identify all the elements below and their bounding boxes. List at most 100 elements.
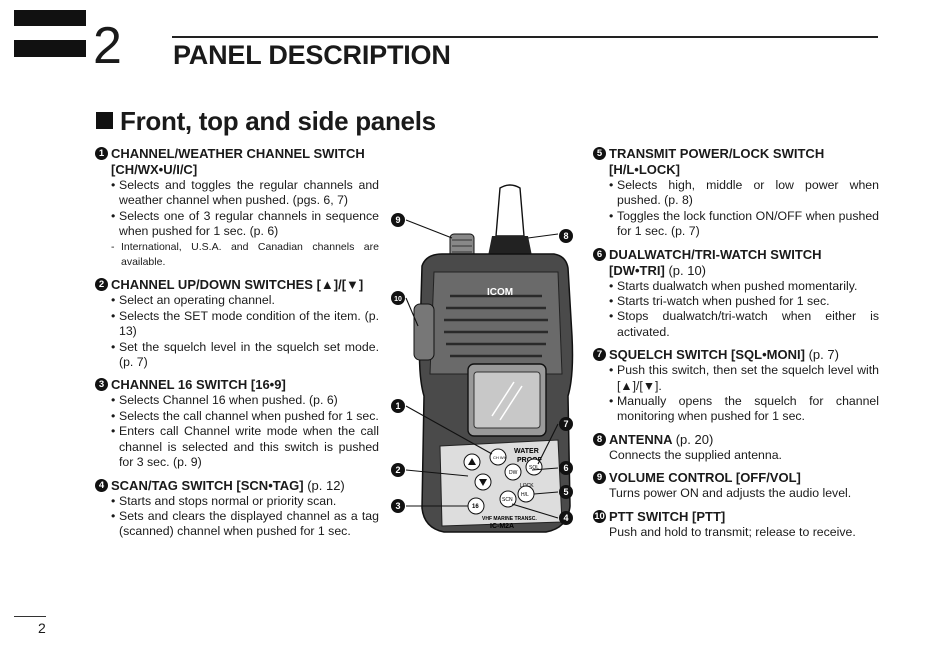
- header-bar-bottom: [14, 40, 86, 57]
- bullet: Starts tri-watch when pushed for 1 sec.: [609, 294, 879, 310]
- number-badge: 4: [95, 478, 108, 492]
- item-title: SQUELCH SWITCH [SQL•MONI]: [609, 347, 805, 363]
- series-label: VHF MARINE TRANSC.: [482, 516, 537, 522]
- callout-6: [559, 461, 573, 475]
- bullet: Selects one of 3 regular channels in seq…: [111, 209, 379, 240]
- item-title: PTT SWITCH [PTT]: [609, 508, 726, 524]
- page-ref: (p. 20): [675, 431, 714, 447]
- item-subtitle: [CH/WX•U/I/C]: [111, 162, 198, 177]
- callout-label: 6: [563, 463, 568, 473]
- item-subtitle: [DW•TRI]: [609, 262, 665, 278]
- dash-note: International, U.S.A. and Canadian chann…: [111, 240, 379, 271]
- ch-wx-label: CH WX: [493, 455, 507, 460]
- callout-label: 5: [563, 487, 568, 497]
- dw-label: DW: [509, 470, 518, 476]
- item-title: DUALWATCH/TRI-WATCH SWITCH: [609, 246, 822, 262]
- sql-label: SQL: [529, 465, 539, 471]
- footer-rule: [14, 616, 46, 617]
- callout-7: [559, 417, 573, 431]
- number-badge: 3: [95, 378, 108, 392]
- ch16-label: 16: [472, 504, 479, 510]
- callout-label: 7: [563, 419, 568, 429]
- arrow-down-icon: [479, 479, 487, 486]
- callout-label: 3: [395, 501, 400, 511]
- number-badge: 7: [593, 348, 606, 362]
- item-text: Push and hold to transmit; release to re…: [609, 524, 856, 539]
- callout-label: 9: [395, 215, 400, 225]
- page-ref: (p. 7): [808, 347, 839, 363]
- header-rule: [172, 36, 878, 38]
- item-title: ANTENNA: [609, 431, 673, 447]
- ptt-switch[interactable]: [413, 303, 435, 361]
- chapter-number: 2: [93, 17, 122, 75]
- section-title-text: Front, top and side panels: [120, 106, 436, 136]
- bullet: Selects Channel 16 when pushed. (p. 6): [111, 393, 379, 409]
- bullet: Push this switch, then set the squelch l…: [609, 363, 879, 394]
- item-title: SCAN/TAG SWITCH [SCN•TAG]: [111, 477, 304, 493]
- model-label: IC-M2A: [490, 523, 514, 530]
- scn-label: SCN: [502, 497, 513, 503]
- callout-label: 1: [395, 401, 400, 411]
- header-bar-top: [14, 10, 86, 26]
- bullet: Starts dualwatch when pushed momentarily…: [609, 279, 879, 295]
- callout-label: 8: [563, 231, 568, 241]
- item-text: Connects the supplied antenna.: [609, 447, 782, 462]
- callout-3: [391, 499, 405, 513]
- chapter-title: PANEL DESCRIPTION: [173, 40, 451, 70]
- bullet: Enters call Channel write mode when the …: [111, 424, 379, 470]
- number-badge: 10: [593, 509, 606, 523]
- item-title: CHANNEL 16 SWITCH [16•9]: [111, 377, 286, 393]
- page-ref: (p. 12): [307, 477, 345, 493]
- callout-10: [391, 291, 405, 305]
- item-title: CHANNEL/WEATHER CHANNEL SWITCH: [111, 146, 365, 161]
- callout-2: [391, 463, 405, 477]
- radio-illustration: ICOM WATER PROOF CH WX SQL DW LOCK H/L S…: [391, 184, 574, 533]
- callout-label: 4: [563, 513, 568, 523]
- ch-wx-button[interactable]: [489, 448, 507, 466]
- bullet: Sets and clears the displayed channel as…: [111, 509, 379, 540]
- callout-4: [559, 511, 573, 525]
- bullet: Selects high, middle or low power when p…: [609, 178, 879, 209]
- item-title: CHANNEL UP/DOWN SWITCHES [▲]/[▼]: [111, 277, 364, 293]
- antenna-icon: [495, 184, 525, 237]
- brand-label: ICOM: [487, 287, 513, 298]
- callout-label: 2: [395, 465, 400, 475]
- page-number: 2: [38, 620, 46, 636]
- item-title: TRANSMIT POWER/LOCK SWITCH: [609, 146, 825, 161]
- bullet: Select an operating channel.: [111, 293, 379, 309]
- section-title: Front, top and side panels: [96, 106, 436, 137]
- scn-button[interactable]: [499, 490, 517, 508]
- callout-8: [559, 229, 573, 243]
- bullet: Starts and stops normal or priority scan…: [111, 494, 379, 510]
- square-bullet-icon: [96, 112, 113, 129]
- callout-1: [391, 399, 405, 413]
- bullet: Selects the SET mode condition of the it…: [111, 309, 379, 340]
- bullet: Manually opens the squelch for channel m…: [609, 394, 879, 425]
- bullet: Selects and toggles the regular channels…: [111, 178, 379, 209]
- callout-label: 10: [394, 296, 402, 303]
- number-badge: 9: [593, 471, 606, 485]
- callout-5: [559, 485, 573, 499]
- item-subtitle: [H/L•LOCK]: [609, 162, 680, 177]
- page-ref: (p. 10): [668, 262, 707, 278]
- number-badge: 1: [95, 147, 108, 160]
- bullet: Selects the call channel when pushed for…: [111, 409, 379, 425]
- number-badge: 6: [593, 247, 606, 261]
- dw-button[interactable]: [504, 463, 522, 481]
- hl-label: H/L: [521, 492, 529, 498]
- number-badge: 2: [95, 278, 108, 292]
- antenna-base-icon: [488, 236, 532, 256]
- bullet: Set the squelch level in the squelch set…: [111, 340, 379, 371]
- callout-9: [391, 213, 405, 227]
